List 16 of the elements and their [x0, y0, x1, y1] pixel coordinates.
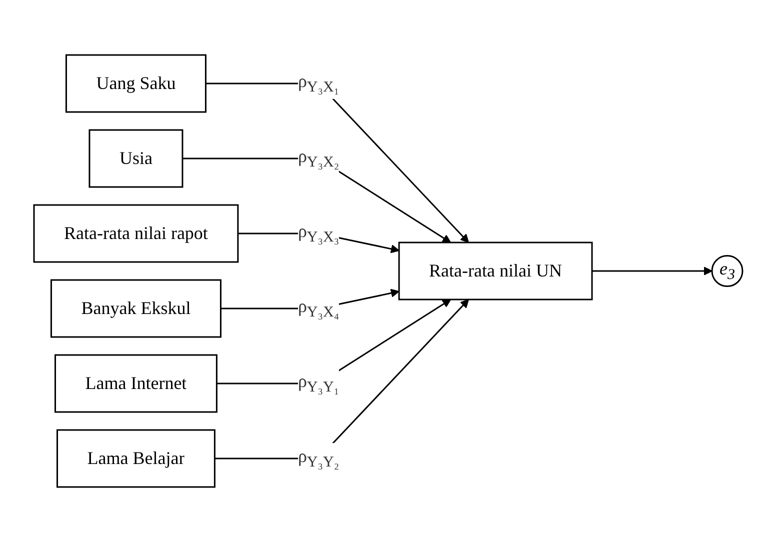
node-box: Lama Internet	[54, 354, 218, 413]
node-circle: e$_{3}$	[712, 255, 744, 287]
edge-label: ρ$_{Y₃X₂}$	[298, 146, 340, 171]
node-box: Rata-rata nilai rapot	[34, 204, 239, 263]
node-box: Lama Belajar	[56, 429, 216, 488]
node-box: Banyak Ekskul	[50, 279, 222, 338]
node-box: Usia	[88, 129, 184, 188]
node-box: Uang Saku	[66, 54, 207, 113]
edge-label: ρ$_{Y₃X₃}$	[298, 220, 340, 246]
edge-label: ρ$_{Y₃X₁}$	[298, 70, 340, 96]
edge-label: ρ$_{Y₃Y₂}$	[298, 446, 340, 471]
arrow	[592, 266, 713, 276]
node-box: Rata-rata nilai UN	[398, 242, 593, 300]
arrow	[206, 82, 470, 243]
edge-label: ρ$_{Y₃Y₁}$	[298, 370, 340, 396]
edge-label: ρ$_{Y₃X₄}$	[298, 296, 340, 321]
